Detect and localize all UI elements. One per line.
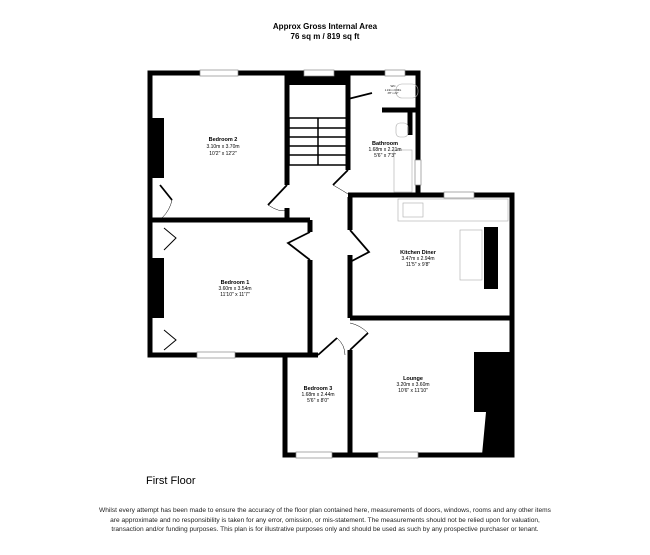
room-metric: 3.47m x 2.94m: [401, 256, 434, 262]
room-imperial: 5'6" x 7'3": [374, 153, 396, 159]
windows: [196, 69, 475, 459]
room-metric: 1.13m x 0.66m: [385, 89, 402, 92]
doors: [159, 92, 373, 356]
fixtures: [393, 83, 509, 281]
room-imperial: 3'8" x 2'2": [388, 92, 399, 95]
area-value: 76 sq m / 819 sq ft: [290, 32, 360, 41]
room-metric: 1.68m x 2.44m: [301, 392, 334, 398]
room-imperial: 5'6" x 8'0": [307, 398, 329, 404]
room-imperial: 11'10" x 11'7": [220, 292, 250, 298]
room-name: Kitchen Diner: [400, 250, 437, 256]
room-name: Bedroom 2: [209, 137, 238, 143]
chimney-breasts: [150, 73, 512, 455]
room-metric: 3.20m x 3.60m: [396, 382, 429, 388]
room-imperial: 10'6" x 11'10": [398, 388, 428, 394]
disclaimer: Whilst every attempt has been made to en…: [99, 507, 551, 533]
room-metric: 1.68m x 2.21m: [368, 147, 401, 153]
room-imperial: 10'2" x 12'2": [209, 151, 237, 157]
room-labels: Bedroom 2 3.10m x 3.70m 10'2" x 12'2" Ba…: [206, 84, 436, 404]
room-metric: 3.60m x 3.54m: [218, 286, 251, 292]
room-metric: 3.10m x 3.70m: [206, 144, 239, 150]
walls: [147, 70, 515, 458]
floor-label: First Floor: [146, 475, 196, 487]
area-title: Approx Gross Internal Area 76 sq m / 819…: [0, 22, 650, 42]
room-name: Lounge: [403, 376, 423, 382]
room-name: Bedroom 1: [221, 280, 250, 286]
room-imperial: 11'5" x 9'8": [406, 262, 430, 268]
area-heading: Approx Gross Internal Area: [272, 22, 378, 31]
room-name: Bathroom: [372, 141, 398, 147]
stairs: [288, 117, 348, 166]
room-name: WC: [391, 84, 397, 88]
room-name: Bedroom 3: [304, 386, 333, 392]
